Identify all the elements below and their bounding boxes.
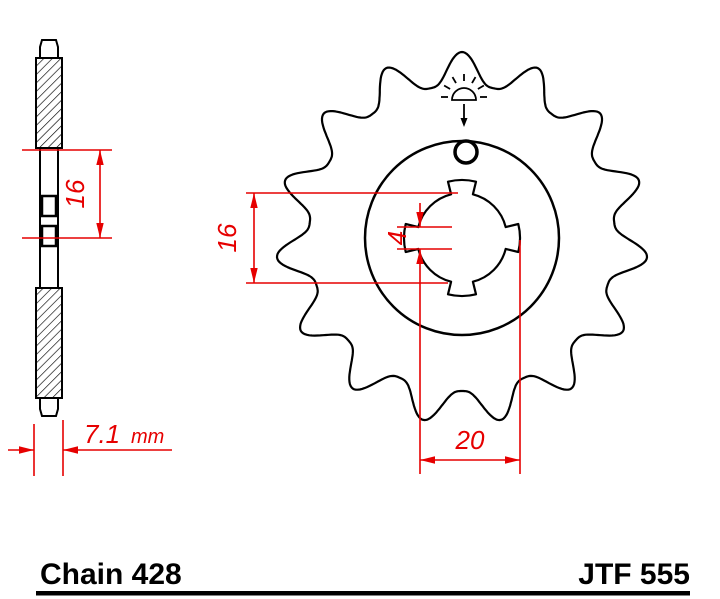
- side-spline-slot-lower: [40, 224, 58, 248]
- side-spline-slot-upper: [40, 194, 58, 218]
- sprocket-side-view: [35, 39, 63, 417]
- footer-part-number: JTF 555: [578, 558, 690, 591]
- sun-dome: [451, 87, 477, 101]
- dim-label-front-bore: 16: [212, 223, 242, 252]
- sun-rays: [441, 74, 487, 98]
- bore-outline: [402, 178, 522, 298]
- dim-spline-width: 4: [382, 203, 452, 474]
- mounting-hole: [453, 139, 479, 165]
- dim-label-thickness-unit: mm: [131, 426, 164, 448]
- dim-label-spline-width: 4: [382, 231, 412, 245]
- footer-rule: [36, 591, 690, 596]
- dim-plate-thickness: 7.1 mm: [8, 419, 172, 476]
- sprocket-front-view: [275, 50, 649, 422]
- footer-chain-label: Chain 428: [40, 558, 182, 591]
- side-hub-section: [39, 147, 59, 289]
- footer: Chain 428 JTF 555: [36, 558, 690, 596]
- dim-side-bore: 16: [22, 149, 112, 239]
- side-bottom-tip: [39, 397, 59, 417]
- side-upper-hatched-block: [35, 57, 63, 149]
- sun-mark-icon: [441, 74, 487, 127]
- dim-label-spline-outer: 20: [455, 425, 485, 455]
- dim-label-side-bore: 16: [60, 179, 90, 208]
- direction-arrow-icon: [460, 118, 468, 127]
- dim-front-bore: 16: [212, 192, 458, 284]
- dim-label-thickness: 7.1: [84, 419, 120, 449]
- side-lower-hatched-block: [35, 287, 63, 399]
- side-top-tip: [39, 39, 59, 59]
- dim-spline-outer: 20: [420, 240, 521, 474]
